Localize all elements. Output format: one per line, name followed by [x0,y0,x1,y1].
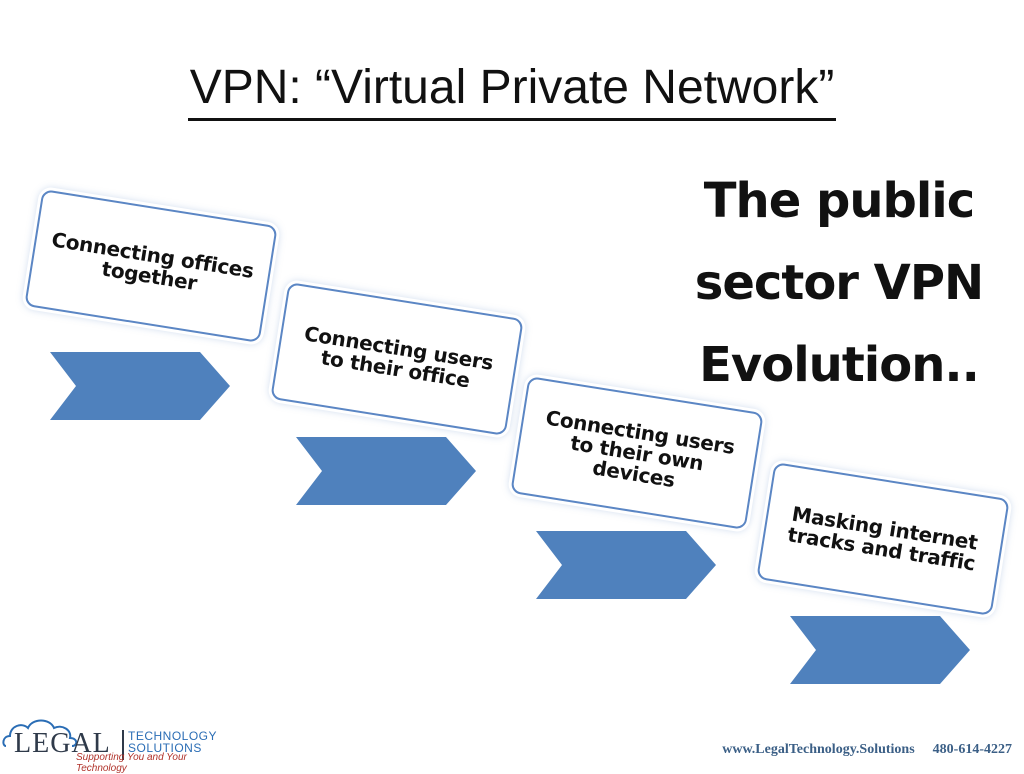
logo-subtitle: TECHNOLOGY SOLUTIONS [128,730,217,754]
logo-separator [122,730,124,760]
step-label-2: Connecting users to their office [302,321,495,393]
footer-url[interactable]: www.LegalTechnology.Solutions [722,742,915,757]
step-label-3: Connecting users to their own devices [544,404,737,492]
cloud-icon [0,712,80,752]
logo-subtitle-line-2: SOLUTIONS [128,741,202,755]
logo-subtitle-line-1: TECHNOLOGY [128,729,218,743]
chevron-arrow-3 [536,531,716,599]
slide-title-text: VPN: “Virtual Private Network” [187,61,837,121]
step-box-1: Connecting offices together [24,189,278,343]
footer-contact: www.LegalTechnology.Solutions 480-614-422… [722,742,1012,758]
chevron-arrow-4 [790,616,970,684]
step-label-1: Connecting offices together [50,227,256,296]
company-logo: LEGAL TECHNOLOGY SOLUTIONS Supporting Yo… [0,708,240,774]
logo-tagline: Supporting You and Your Technology [76,752,187,774]
slide-subtitle: The public sector VPN Evolution.. [694,173,984,393]
chevron-arrow-1 [50,352,230,420]
step-box-4: Masking internet tracks and traffic [756,462,1010,616]
footer-phone: 480-614-4227 [932,742,1012,757]
logo-word: LEGAL [14,728,111,759]
chevron-arrow-2 [296,437,476,505]
step-label-4: Masking internet tracks and traffic [785,501,980,576]
step-box-2: Connecting users to their office [270,282,524,436]
slide-title: VPN: “Virtual Private Network” [0,61,1024,121]
